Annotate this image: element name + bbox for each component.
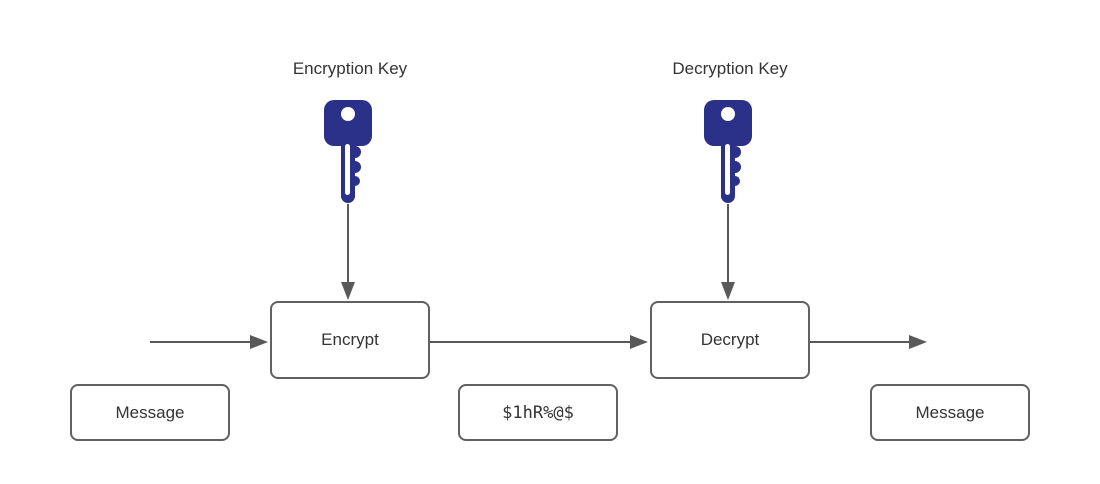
decryption-key-arrow [721,204,735,300]
decryption-key-icon [704,100,752,205]
message-right-label: Message [915,402,985,422]
cipher-arrow [430,335,648,349]
decryption-key-arrowhead-icon [721,282,735,300]
input-arrow [150,335,268,349]
message-box-right: Message [870,384,1030,441]
encrypt-box-label: Encrypt [321,330,379,349]
decryption-key-label: Decryption Key [672,59,788,78]
input-arrowhead-icon [250,335,268,349]
encryption-key-icon [324,100,372,205]
output-arrowhead-icon [909,335,927,349]
cipher-arrowhead-icon [630,335,648,349]
decrypt-box-label: Decrypt [700,330,760,349]
encrypt-box: Encrypt [270,301,430,379]
message-box-left: Message [70,384,230,441]
encryption-key-arrow [341,204,355,300]
encryption-key-label: Encryption Key [292,59,408,78]
encryption-key-arrowhead-icon [341,282,355,300]
output-arrow [810,335,927,349]
cipher-text-label: $1hR%@$ [502,402,574,423]
cipher-text-box: $1hR%@$ [458,384,618,441]
message-left-label: Message [115,402,185,422]
decrypt-box: Decrypt [650,301,810,379]
